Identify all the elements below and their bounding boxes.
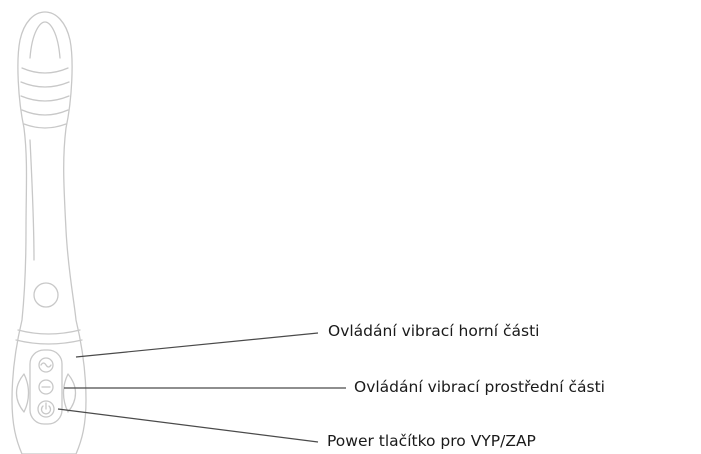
label-middle-vibration-control: Ovládání vibrací prostřední části bbox=[354, 378, 605, 396]
handle-band-lower bbox=[15, 339, 83, 345]
shaft-contour bbox=[29, 139, 35, 261]
head-ridge bbox=[23, 123, 67, 129]
power-button bbox=[37, 400, 55, 418]
control-panel bbox=[29, 349, 63, 425]
leader-line-power bbox=[57, 408, 319, 443]
power-icon bbox=[40, 405, 52, 415]
head-tip-contour bbox=[29, 21, 61, 59]
middle-vibration-button bbox=[38, 379, 54, 395]
wave-icon bbox=[40, 362, 52, 368]
top-vibration-button bbox=[38, 357, 54, 373]
head-ridge bbox=[21, 109, 69, 116]
head-ridge bbox=[20, 95, 70, 102]
left-grip bbox=[15, 373, 30, 413]
label-top-vibration-control: Ovládání vibrací horní části bbox=[328, 322, 540, 340]
head-ridge bbox=[20, 81, 70, 88]
device-body bbox=[11, 11, 87, 454]
head-ridge bbox=[21, 67, 69, 74]
label-power-button: Power tlačítko pro VYP/ZAP bbox=[327, 432, 536, 450]
handle-band bbox=[17, 329, 81, 335]
window-circle bbox=[33, 282, 59, 308]
right-grip bbox=[62, 373, 77, 413]
leader-line-top bbox=[75, 332, 319, 358]
device-outline bbox=[11, 11, 87, 454]
